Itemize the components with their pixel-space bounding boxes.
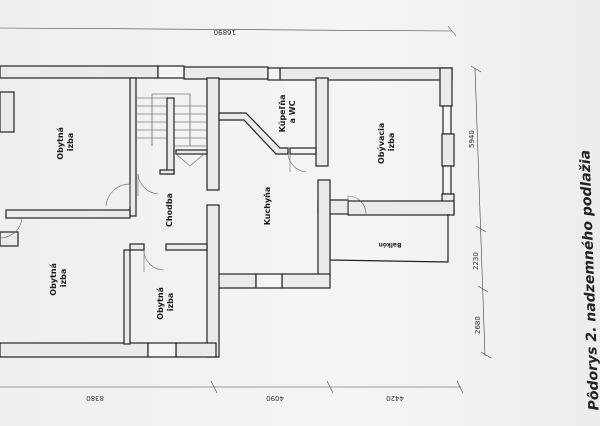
dim-bottom-4420: 4420	[386, 394, 404, 402]
label-balkon: Balkón	[379, 241, 402, 248]
walls	[0, 65, 455, 358]
label-obyvacia-izba: Obývacia izba	[377, 120, 396, 164]
doors	[0, 153, 367, 272]
bottom-dimension: 8380 4090 4420	[0, 380, 464, 402]
dim-bottom-8380: 8380	[86, 394, 104, 402]
room-labels: Obytná izba Obytná izba Obytná izba Chod…	[49, 92, 402, 319]
dim-right-5940: 5940	[468, 130, 476, 148]
top-dimension: 16890	[0, 25, 457, 37]
label-obytna-izba-small: Obytná izba	[156, 284, 175, 319]
staircase	[136, 93, 206, 167]
dim-right-2230: 2230	[472, 252, 480, 270]
label-kuchyna: Kuchyňa	[263, 187, 272, 226]
dim-bottom-4090: 4090	[266, 394, 284, 402]
dim-right-2680: 2680	[474, 316, 482, 334]
label-kupelna: Kúpeľňa a WC	[278, 92, 297, 133]
plan-title: Pôdorys 2. nadzemného podlažia	[577, 150, 600, 411]
dim-top-total: 16890	[214, 28, 236, 36]
label-obytna-izba-bottom: Obytná izba	[49, 260, 68, 295]
right-dimension: 5940 2230 2680	[468, 65, 492, 359]
label-obytna-izba-top: Obytná izba	[56, 124, 75, 159]
label-chodba: Chodba	[165, 193, 174, 227]
